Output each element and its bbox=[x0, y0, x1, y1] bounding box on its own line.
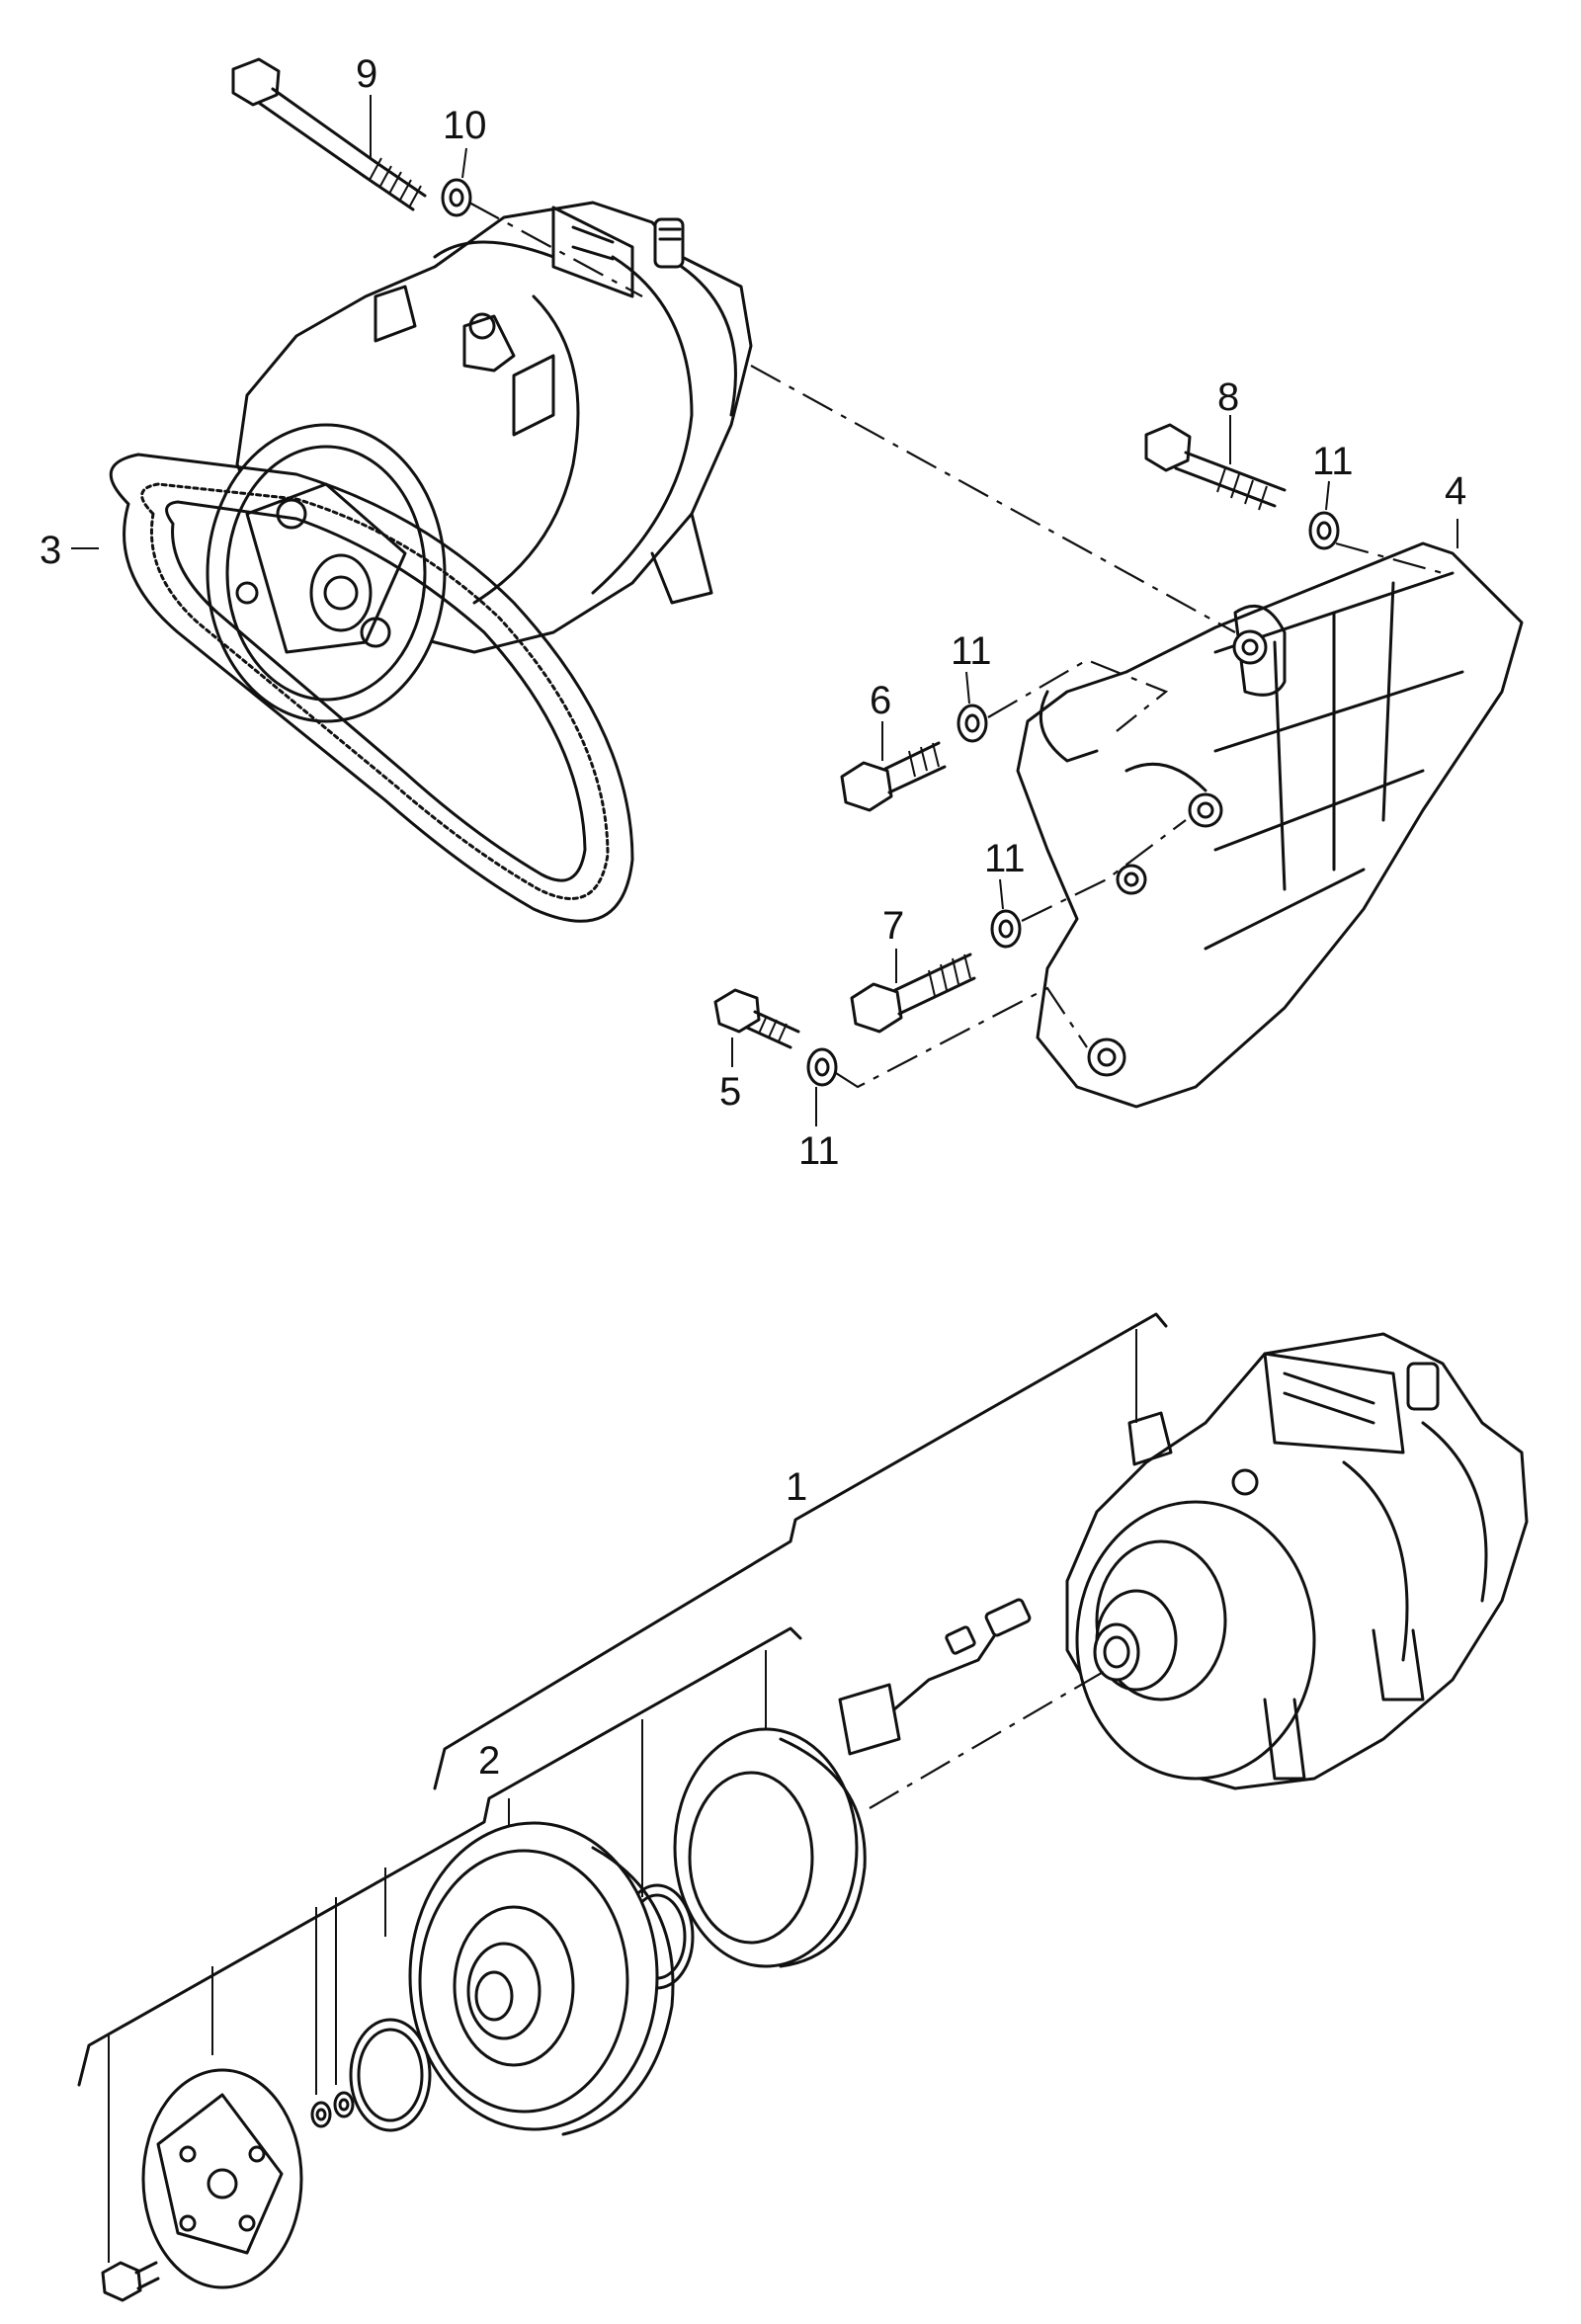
callout-1: 1 bbox=[786, 1465, 807, 1509]
group-bracket-1 bbox=[433, 1312, 1168, 1790]
washer-11-d bbox=[806, 1047, 838, 1087]
callout-3: 3 bbox=[40, 529, 61, 572]
callout-7: 7 bbox=[882, 904, 904, 948]
assembly-lines-lower bbox=[869, 1669, 1108, 1809]
callout-5: 5 bbox=[719, 1070, 741, 1114]
washer-10 bbox=[441, 178, 472, 217]
compressor-lower bbox=[1065, 1332, 1529, 1790]
leader-11b bbox=[965, 671, 970, 705]
callout-11-d: 11 bbox=[798, 1129, 840, 1173]
belt-3 bbox=[109, 453, 634, 923]
bolt-8 bbox=[1144, 423, 1287, 511]
leader-11a bbox=[1325, 480, 1330, 511]
group-bracket-2 bbox=[77, 1626, 802, 2087]
bracket-4 bbox=[1016, 541, 1524, 1109]
leader-10 bbox=[461, 147, 467, 179]
connector-wire bbox=[838, 1598, 1032, 1756]
coil-ring bbox=[673, 1727, 867, 1968]
bolt-6 bbox=[840, 741, 947, 812]
leader-11c bbox=[999, 878, 1004, 910]
callout-11-b: 11 bbox=[951, 629, 992, 673]
callout-6: 6 bbox=[870, 679, 891, 722]
callout-4: 4 bbox=[1445, 469, 1466, 513]
snap-ring-2 bbox=[349, 2018, 432, 2132]
assembly-lines-upper bbox=[468, 202, 1444, 1089]
washer-11-c bbox=[990, 909, 1022, 949]
callout-11-a: 11 bbox=[1312, 440, 1354, 483]
clutch-plate-lower bbox=[141, 2068, 303, 2289]
callout-11-c: 11 bbox=[984, 837, 1026, 880]
callout-8: 8 bbox=[1217, 375, 1239, 419]
washer-11-a bbox=[1308, 511, 1340, 550]
shim-a bbox=[333, 2091, 355, 2118]
pulley-lower bbox=[408, 1821, 675, 2136]
callout-10: 10 bbox=[443, 104, 487, 147]
callout-9: 9 bbox=[356, 52, 377, 96]
shim-b bbox=[310, 2101, 332, 2128]
bolt-9 bbox=[231, 57, 427, 211]
clutch-pulley-upper bbox=[206, 423, 447, 723]
bolt-5 bbox=[713, 988, 800, 1049]
washer-11-b bbox=[957, 704, 988, 743]
bolt-7 bbox=[850, 953, 976, 1034]
callout-2: 2 bbox=[478, 1739, 500, 1783]
bolt-lower bbox=[101, 2261, 160, 2302]
